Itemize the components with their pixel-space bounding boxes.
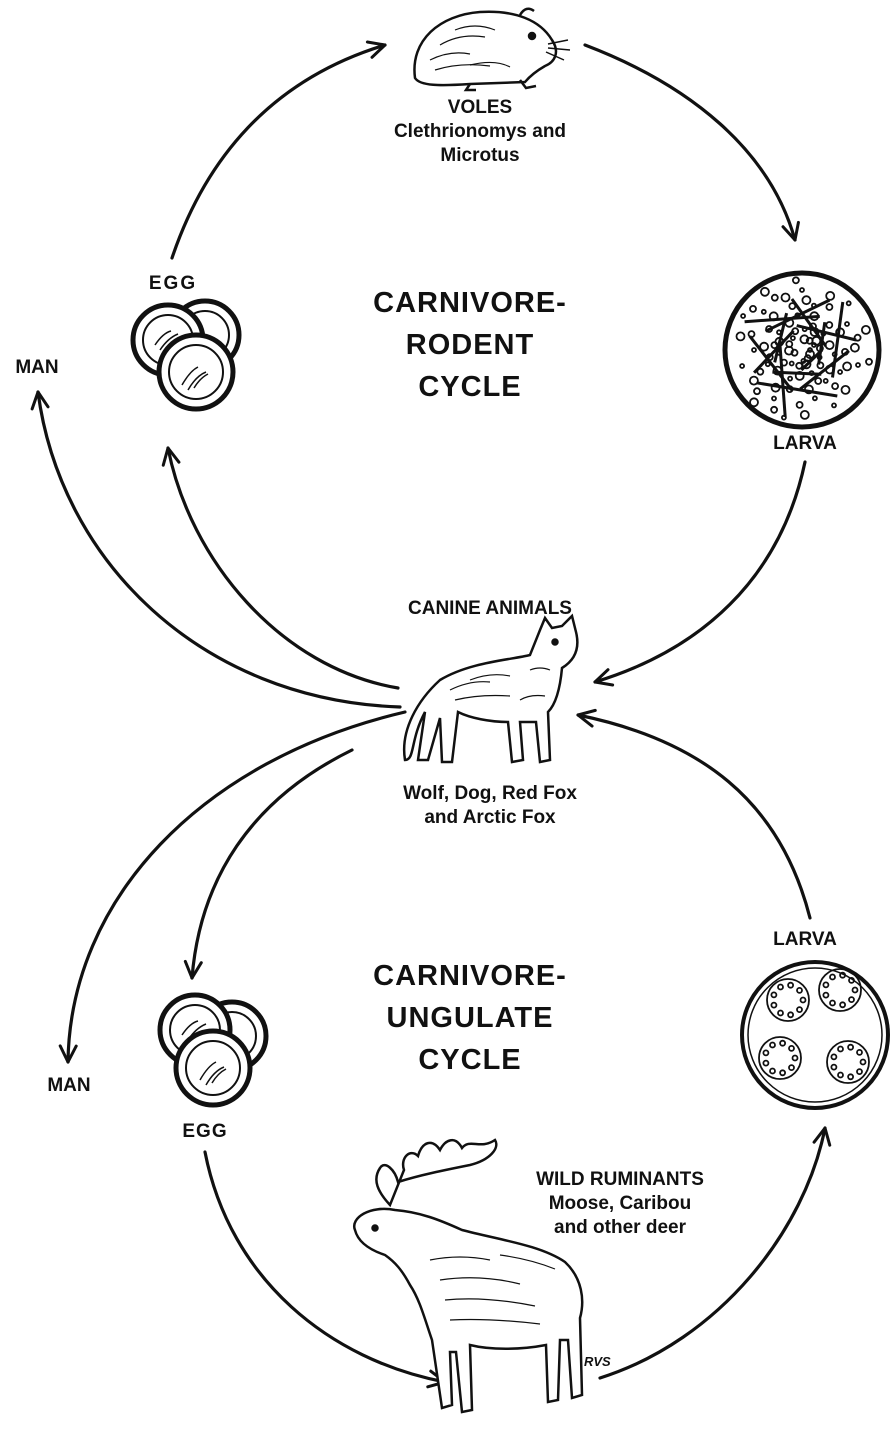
canine-species-line-2: and Arctic Fox (350, 806, 630, 830)
wild-ruminants-line-1: Moose, Caribou (510, 1192, 730, 1216)
artist-signature: RVS (584, 1354, 611, 1369)
hydatid-cyst-larva-icon (742, 962, 888, 1108)
arrow-larva-to-canine (595, 462, 805, 682)
arrow-canine-to-egg-upper (168, 448, 398, 688)
arrow-canine-to-egg-lower (192, 750, 352, 978)
canine-animals-label: CANINE ANIMALS (365, 597, 615, 621)
wild-ruminants-line-2: and other deer (510, 1216, 730, 1240)
upper-man-label: MAN (2, 356, 72, 380)
upper-cycle-title: CARNIVORE- RODENT CYCLE (345, 282, 595, 408)
voles-genus-line-2: Microtus (370, 144, 590, 168)
upper-egg-label: EGG (138, 272, 208, 296)
upper-cycle-title-line-2: RODENT (345, 324, 595, 366)
upper-cycle-title-line-1: CARNIVORE- (345, 282, 595, 324)
lower-cycle-title-line-1: CARNIVORE- (345, 955, 595, 997)
lower-man-label: MAN (34, 1074, 104, 1098)
upper-larva-label: LARVA (760, 432, 850, 456)
vole-icon (414, 9, 570, 90)
lower-larva-label: LARVA (760, 928, 850, 952)
arrow-egg-to-voles (172, 45, 385, 258)
egg-cluster-upper-icon (133, 301, 239, 409)
voles-name: VOLES (370, 96, 590, 120)
arrow-voles-to-larva (585, 45, 795, 240)
wild-ruminants-label: WILD RUMINANTS Moose, Caribou and other … (510, 1168, 730, 1239)
arrow-ruminants-to-larva (600, 1128, 825, 1378)
upper-cycle-title-line-3: CYCLE (345, 366, 595, 408)
voles-genus-line-1: Clethrionomys and (370, 120, 590, 144)
canine-species-label: Wolf, Dog, Red Fox and Arctic Fox (350, 782, 630, 830)
lower-cycle-title: CARNIVORE- UNGULATE CYCLE (345, 955, 595, 1081)
voles-label: VOLES Clethrionomys and Microtus (370, 96, 590, 167)
wild-ruminants-name: WILD RUMINANTS (510, 1168, 730, 1192)
wolf-icon (404, 616, 577, 762)
egg-cluster-lower-icon (160, 995, 266, 1105)
lower-egg-label: EGG (170, 1120, 240, 1144)
canine-species-line-1: Wolf, Dog, Red Fox (350, 782, 630, 806)
lower-cycle-title-line-2: UNGULATE (345, 997, 595, 1039)
lower-cycle-title-line-3: CYCLE (345, 1039, 595, 1081)
arrow-canine-to-man-upper (38, 392, 400, 707)
alveolar-larva-icon (725, 273, 879, 427)
